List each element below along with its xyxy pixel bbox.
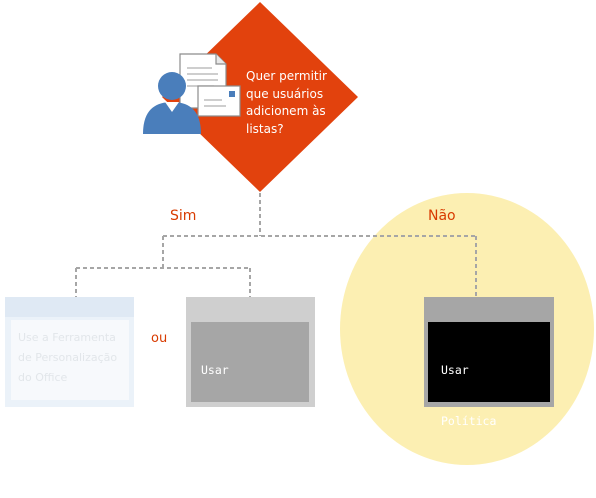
office-tool-line: do Office [18,371,68,384]
question-line: adicionem às [246,104,326,118]
office-tool-box [5,297,134,407]
question-line: Quer permitir [246,69,327,83]
office-tool-label: Use a Ferramenta de Personalização do Of… [18,328,117,388]
question-text: Quer permitir que usuários adicionem às … [246,68,358,138]
decision-diagram [5,2,594,465]
question-line: que usuários [246,86,324,101]
or-label: ou [151,331,168,346]
user-icon [143,72,201,134]
group-policy-no-box [424,297,554,407]
group-policy-no-line: Política [441,414,497,428]
question-line: listas? [246,121,284,136]
decision-diamond [162,2,358,192]
group-policy-yes-line: Usar [201,363,229,377]
group-policy-yes-line: Política [201,414,257,428]
branch-label-yes: Sim [170,208,197,224]
office-tool-line: de Personalização [18,351,118,364]
group-policy-no-label: Usar Política de Grupo [441,328,496,498]
office-tool-line: Use a Ferramenta [18,331,116,344]
group-policy-no-line: Usar [441,363,469,377]
group-policy-yes-line: de Grupo [201,465,257,479]
envelope-icon [197,85,241,117]
connector-lines [75,193,477,297]
branch-label-no: Não [428,208,456,224]
group-policy-yes-box [186,297,315,407]
group-policy-yes-label: Usar Política de Grupo [201,328,256,498]
group-policy-no-line: de Grupo [441,465,497,479]
